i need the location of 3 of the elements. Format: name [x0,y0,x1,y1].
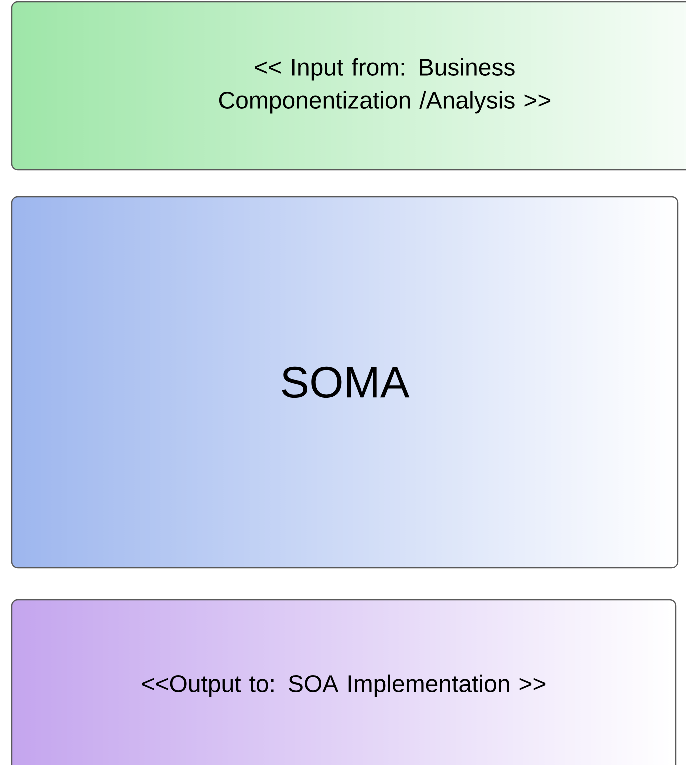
text-box: <<Output to: SOA Implementation >> [11,599,677,765]
text-box: SOMA [11,196,679,569]
text-box: << Input from: Business Componentization /Analysis >> [11,1,686,171]
